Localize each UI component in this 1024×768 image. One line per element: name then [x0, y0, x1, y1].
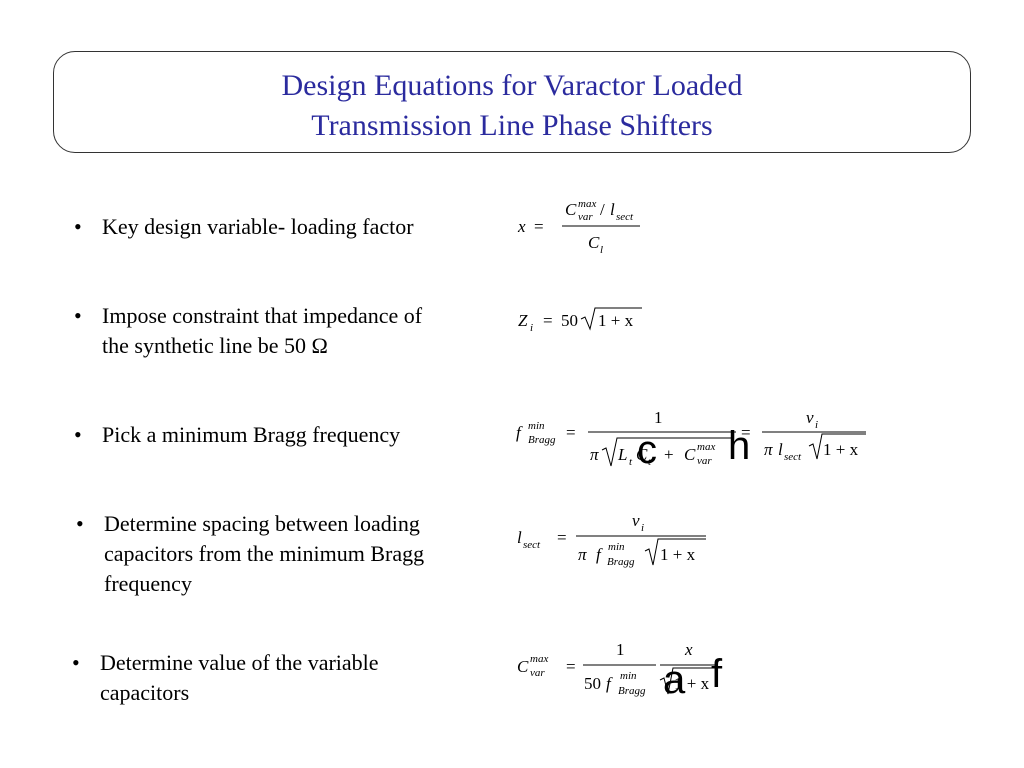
eq-symbol: max — [578, 198, 596, 210]
eq-symbol: t — [648, 456, 652, 468]
bullet-symbol: • — [74, 422, 82, 447]
eq-symbol: l — [610, 200, 615, 219]
eq-symbol: = — [566, 657, 576, 676]
stray-glyph-c: c — [637, 428, 657, 472]
eq-symbol: f — [516, 423, 523, 442]
eq-symbol: max — [697, 441, 715, 453]
title-box: Design Equations for Varactor Loaded Tra… — [53, 51, 971, 153]
eq-symbol: π — [590, 445, 599, 464]
eq-symbol: max — [530, 653, 548, 665]
radical-sign — [580, 307, 642, 331]
eq-symbol: i — [815, 419, 818, 431]
eq-symbol: var — [530, 667, 545, 679]
eq-symbol: sect — [523, 539, 541, 551]
bullet-text: Determine spacing between loading — [104, 511, 420, 536]
eq-symbol: var — [578, 211, 593, 223]
eq-symbol: sect — [616, 211, 634, 223]
eq-symbol: v — [806, 408, 814, 427]
eq-symbol: i — [641, 522, 644, 534]
radical-sign — [808, 433, 866, 460]
bullet-symbol: • — [76, 511, 84, 536]
eq-symbol: = — [543, 311, 553, 330]
eq-symbol: l — [778, 440, 783, 459]
eq-symbol: C — [517, 657, 529, 676]
eq-symbol: L — [617, 445, 627, 464]
equation-spacing: l sect = v i π f min Bragg 1 + x — [517, 511, 706, 568]
eq-symbol: C — [565, 200, 577, 219]
eq-symbol: 1 — [654, 408, 663, 427]
radical-sign — [644, 538, 706, 566]
eq-symbol: min — [608, 541, 625, 553]
eq-symbol: 1 — [616, 640, 625, 659]
eq-symbol: f — [606, 674, 613, 693]
eq-symbol: l — [517, 528, 522, 547]
bullet-symbol: • — [72, 650, 80, 675]
radical-sign — [601, 437, 734, 467]
eq-symbol: min — [528, 420, 545, 432]
eq-symbol: 1 + x — [660, 545, 696, 564]
eq-symbol: Bragg — [618, 685, 646, 697]
bullet-text: Key design variable- loading factor — [102, 214, 414, 239]
radical-sign — [659, 667, 716, 695]
eq-symbol: var — [697, 455, 712, 467]
bullet-symbol: • — [74, 303, 82, 328]
bullet-text: the synthetic line be 50 Ω — [102, 333, 328, 358]
eq-symbol: min — [620, 670, 637, 682]
eq-symbol: = — [566, 423, 576, 442]
stray-glyph-a: a — [663, 658, 686, 702]
eq-symbol: 50 — [584, 674, 601, 693]
bullet-text: Impose constraint that impedance of — [102, 303, 423, 328]
bullet-text: Determine value of the variable — [100, 650, 379, 675]
eq-symbol: / — [600, 200, 605, 219]
equation-capacitor-value: C max var = 1 50 f min Bragg x 1 + x — [517, 640, 716, 697]
eq-symbol: = — [741, 423, 751, 442]
equation-impedance: Z i = 50 1 + x — [518, 307, 642, 334]
eq-symbol: f — [596, 545, 603, 564]
bullet-text: frequency — [104, 571, 192, 596]
eq-symbol: 1 + x — [598, 311, 634, 330]
eq-symbol: sect — [784, 451, 802, 463]
stray-glyph-h: h — [728, 424, 751, 468]
eq-symbol: x — [517, 217, 526, 236]
bullet-text: Pick a minimum Bragg frequency — [102, 422, 401, 447]
eq-symbol: π — [764, 440, 773, 459]
eq-symbol: C — [684, 445, 696, 464]
eq-symbol: Z — [518, 311, 528, 330]
bullet-symbol: • — [74, 214, 82, 239]
eq-symbol: C — [588, 233, 600, 252]
slide-title-line-1: Design Equations for Varactor Loaded — [281, 69, 743, 102]
eq-symbol: 50 — [561, 311, 578, 330]
slide-title-line-2: Transmission Line Phase Shifters — [311, 109, 713, 142]
eq-symbol: l — [600, 244, 603, 256]
equation-bragg-frequency: f min Bragg = 1 π L t C t + C max var = … — [516, 408, 866, 468]
eq-symbol: + — [664, 445, 674, 464]
eq-symbol: C — [636, 445, 648, 464]
eq-symbol: 1 + x — [823, 440, 859, 459]
eq-symbol: Bragg — [528, 434, 556, 446]
eq-symbol: Bragg — [607, 556, 635, 568]
equation-loading-factor: x = C max var / l sect C l — [517, 198, 640, 256]
eq-symbol: t — [629, 456, 633, 468]
eq-symbol: 1 + x — [674, 674, 710, 693]
bullet-text: capacitors from the minimum Bragg — [104, 541, 425, 566]
bullet-text: capacitors — [100, 680, 190, 705]
eq-symbol: = — [534, 217, 544, 236]
eq-symbol: x — [684, 640, 693, 659]
eq-symbol: i — [530, 322, 533, 334]
eq-symbol: π — [578, 545, 587, 564]
stray-glyph-f: f — [711, 652, 723, 696]
eq-symbol: = — [557, 528, 567, 547]
eq-symbol: v — [632, 511, 640, 530]
